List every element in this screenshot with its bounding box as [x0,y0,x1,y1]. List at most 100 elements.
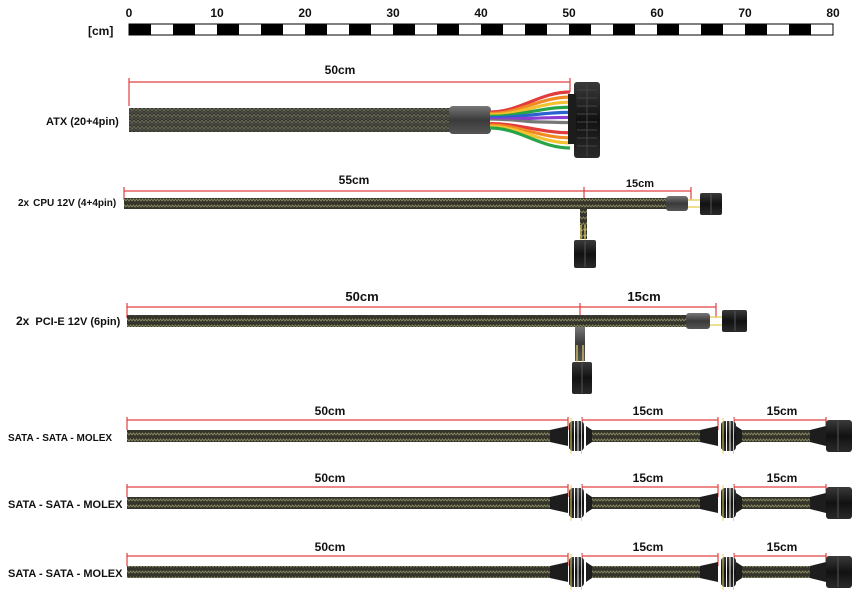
pcie-branch-length-label: 15cm [627,289,660,304]
sata-sleeve [742,566,810,578]
sata-length-label: 15cm [767,404,798,418]
ruler-cell [745,24,767,35]
ruler-cell [393,24,415,35]
sata-length-label: 15cm [633,540,664,554]
sata-heatshrink [550,562,568,582]
pcie-main-length-label: 50cm [345,289,378,304]
sata-cable-1: SATA - SATA - MOLEX 50cm 15cm 15cm [8,404,852,454]
ruler-tick-label: 10 [210,6,224,20]
ruler-cell [657,24,679,35]
atx-heatshrink [449,106,491,134]
cpu-branch [574,209,596,268]
ruler-scale [128,23,834,36]
pcie-dimension: 50cm 15cm [126,289,717,318]
ruler-cell [613,24,635,35]
ruler-cell [701,24,723,35]
sata-heatshrink [810,493,826,513]
sata-heatshrink [550,493,568,513]
cpu-count-prefix: 2x [18,198,30,209]
pcie-end-connector [710,310,747,332]
ruler-tick-label: 80 [826,6,840,20]
sata-heatshrink [700,562,718,582]
pcie-cable: 2x PCI-E 12V (6pin) 50cm 15cm [16,289,747,394]
atx-connector [568,82,600,158]
sata-sleeve [592,497,700,509]
sata-sleeve [592,430,700,442]
ruler-cell [129,24,151,35]
ruler-cell [789,24,811,35]
ruler-cell [569,24,591,35]
cpu-main-length-label: 55cm [339,173,370,187]
sata-cable-label: SATA - SATA - MOLEX [8,499,123,511]
sata-connector [721,485,736,521]
sata-sleeve [592,566,700,578]
atx-wires [489,90,571,150]
sata-sleeve [127,430,550,442]
sata-cable-3: SATA - SATA - MOLEX 50cm 15cm 15cm [8,540,852,590]
sata-connector [569,485,584,521]
sata-length-label: 15cm [767,471,798,485]
sata-sleeve [127,497,550,509]
sata-connector [721,554,736,590]
sata-sleeve [742,497,810,509]
pcie-branch [572,327,592,394]
sata-heatshrink [810,562,826,582]
atx-wire [489,115,571,121]
molex-connector [826,556,852,588]
sata-connector [569,554,584,590]
ruler-cell [217,24,239,35]
sata-sleeve [127,566,550,578]
ruler-tick-label: 60 [650,6,664,20]
sata-connector [569,418,584,454]
sata-heatshrink [810,426,826,446]
pcie-connector-name: PCI-E 12V (6pin) [35,316,120,328]
sata-length-label: 50cm [315,471,346,485]
sata-dimension: 50cm 15cm 15cm [126,540,827,566]
ruler-tick-label: 0 [126,6,133,20]
sata-length-label: 15cm [633,404,664,418]
sata-heatshrink [700,426,718,446]
sata-cable-label: SATA - SATA - MOLEX [8,433,112,444]
sata-cable-label: SATA - SATA - MOLEX [8,568,123,580]
ruler-cell [173,24,195,35]
cpu-end-connector [688,193,722,215]
cpu-heatshrink [666,196,688,211]
ruler-cell [349,24,371,35]
ruler-cell [525,24,547,35]
atx-wire [489,126,571,150]
ruler-tick-label: 20 [298,6,312,20]
cpu-dimension: 55cm 15cm [123,173,692,200]
ruler-tick-label: 70 [738,6,752,20]
molex-connector [826,420,852,452]
atx-cable-label: ATX (20+4pin) [46,116,119,128]
sata-heatshrink [550,426,568,446]
atx-wire [489,122,571,135]
ruler-tick-label: 30 [386,6,400,20]
sata-length-label: 50cm [315,404,346,418]
atx-dimension: 50cm [128,63,571,106]
pcie-count-prefix: 2x [16,314,30,328]
sata-length-label: 15cm [767,540,798,554]
ruler-cell [305,24,327,35]
pcie-cable-label: 2x PCI-E 12V (6pin) [16,314,121,328]
pcie-sleeve [127,315,692,327]
cpu-branch-length-label: 15cm [626,178,654,190]
ruler-tick-label: 50 [562,6,576,20]
ruler-cell [261,24,283,35]
cpu-connector-name: CPU 12V (4+4pin) [33,198,116,209]
ruler-cell [437,24,459,35]
atx-length-label: 50cm [325,63,356,77]
cpu-sleeve [124,198,672,209]
sata-connector [721,418,736,454]
molex-connector [826,487,852,519]
sata-length-label: 50cm [315,540,346,554]
atx-cable: ATX (20+4pin) 50cm [46,63,600,158]
atx-sleeve [129,108,451,132]
